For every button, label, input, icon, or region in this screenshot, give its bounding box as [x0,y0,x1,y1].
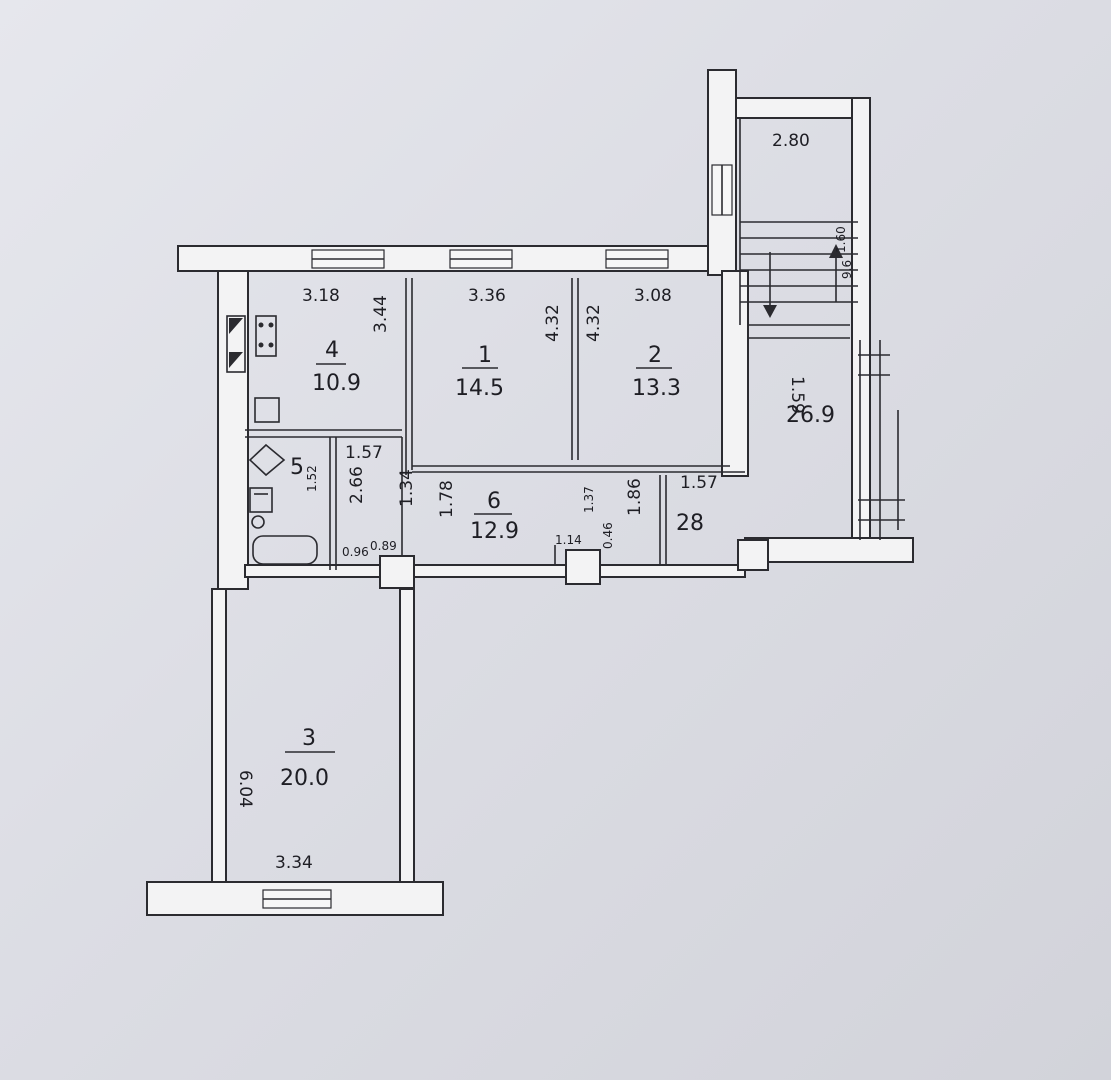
room-2-number: 2 [648,343,662,368]
room-28-dim-c: 0.46 [601,522,615,549]
room-4-width: 3.18 [302,286,340,306]
room-5: 5 1.57 2.66 1.52 0.96 0.89 [290,443,397,559]
room-2: 3.08 4.32 2 13.3 [584,286,681,401]
room-1-number: 1 [478,343,492,368]
stair-hall-area: 26.9 [786,403,835,428]
stair-hall-dim-c: 9.6 [840,260,854,279]
room-6-dim-b: 1.34 [397,469,417,507]
fixtures [226,315,318,565]
room-5-dim-d: 0.89 [370,539,397,553]
room-4-depth: 3.44 [371,295,391,333]
room-5-depth: 2.66 [347,466,367,504]
room-1-depth: 4.32 [543,304,563,342]
room-5-dim-b: 1.52 [305,465,319,492]
room-4: 3.18 3.44 4 10.9 [302,286,391,396]
room-6-dim-c: 1.14 [555,533,582,547]
room-28-area: 28 [676,511,704,536]
room-3-area: 20.0 [280,766,329,791]
room-1: 3.36 1 14.5 4.32 [455,286,563,401]
room-28-width: 1.57 [680,473,718,493]
room-3-number: 3 [302,726,316,751]
room-3-width: 3.34 [275,853,313,873]
stair-hall-dim-b: 1.60 [834,226,848,253]
room-1-width: 3.36 [468,286,506,306]
room-28-depth: 1.86 [625,478,645,516]
room-6: 1.34 1.78 6 12.9 1.14 1.37 [397,469,596,547]
room-3-depth: 6.04 [235,770,255,808]
staircase [740,221,905,521]
room-5-width: 1.57 [345,443,383,463]
room-6-area: 12.9 [470,519,519,544]
room-5-number: 5 [290,455,304,480]
room-6-number: 6 [487,489,501,514]
room-1-area: 14.5 [455,376,504,401]
room-6-dim-a: 1.78 [437,480,457,518]
room-2-area: 13.3 [632,376,681,401]
room-4-number: 4 [325,338,339,363]
room-2-width: 3.08 [634,286,672,306]
room-28: 1.57 1.86 0.46 28 [601,473,718,549]
room-6-dim-d: 1.37 [582,486,596,513]
stair-hall-width: 2.80 [772,131,810,151]
room-5-dim-c: 0.96 [342,545,369,559]
room-4-area: 10.9 [312,371,361,396]
windows [262,164,733,909]
partitions [245,118,899,570]
walls [146,69,914,916]
room-3: 6.04 3 20.0 3.34 [235,726,335,873]
vent-blocks [379,539,769,589]
stair-hall: 2.80 1.60 9.6 1.59 26.9 [772,131,854,428]
room-2-depth: 4.32 [584,304,604,342]
stair-hall-dim-d: 1.59 [787,376,807,414]
